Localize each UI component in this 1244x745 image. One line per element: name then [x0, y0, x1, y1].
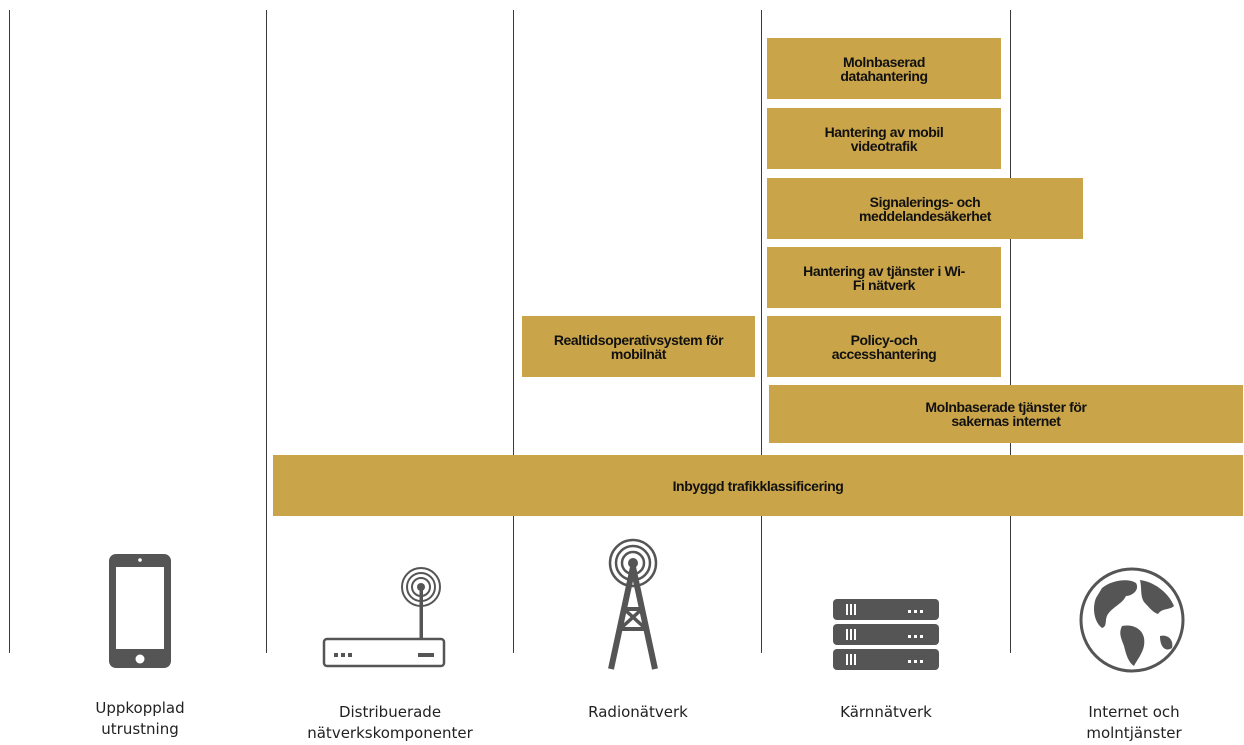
globe-icon — [1079, 567, 1185, 673]
smartphone-icon — [109, 554, 171, 668]
column-label-uppkopplad: Uppkopplad utrustning — [95, 699, 185, 738]
column-divider-4 — [761, 10, 762, 653]
column-label-distribuerade: Distribuerade nätverkskomponenter — [307, 703, 473, 742]
box-wifi: Hantering av tjänster i Wi- Fi nätverk — [767, 247, 1001, 308]
box-trafikklassificering: Inbyggd trafikklassificering — [273, 455, 1243, 516]
box-mobil-videotrafik: Hantering av mobil videotrafik — [767, 108, 1001, 169]
column-label-karnnatverk: Kärnnätverk — [840, 703, 932, 721]
wireless-router-icon — [322, 567, 446, 668]
column-divider-5 — [1010, 10, 1011, 653]
box-molnbaserad-datahantering: Molnbaserad datahantering — [767, 38, 1001, 99]
column-divider-3 — [513, 10, 514, 653]
box-policy: Policy-och accesshantering — [767, 316, 1001, 377]
box-signalering: Signalerings- och meddelandesäkerhet — [767, 178, 1083, 239]
column-divider-1 — [9, 10, 10, 653]
column-label-radionatverk: Radionätverk — [588, 703, 688, 721]
radio-tower-icon — [608, 538, 658, 670]
column-divider-2 — [266, 10, 267, 653]
column-label-internet: Internet och molntjänster — [1086, 703, 1182, 742]
box-realtid: Realtidsoperativsystem för mobilnät — [522, 316, 755, 377]
server-rack-icon — [833, 599, 939, 670]
box-iot: Molnbaserade tjänster för sakernas inter… — [769, 385, 1243, 443]
